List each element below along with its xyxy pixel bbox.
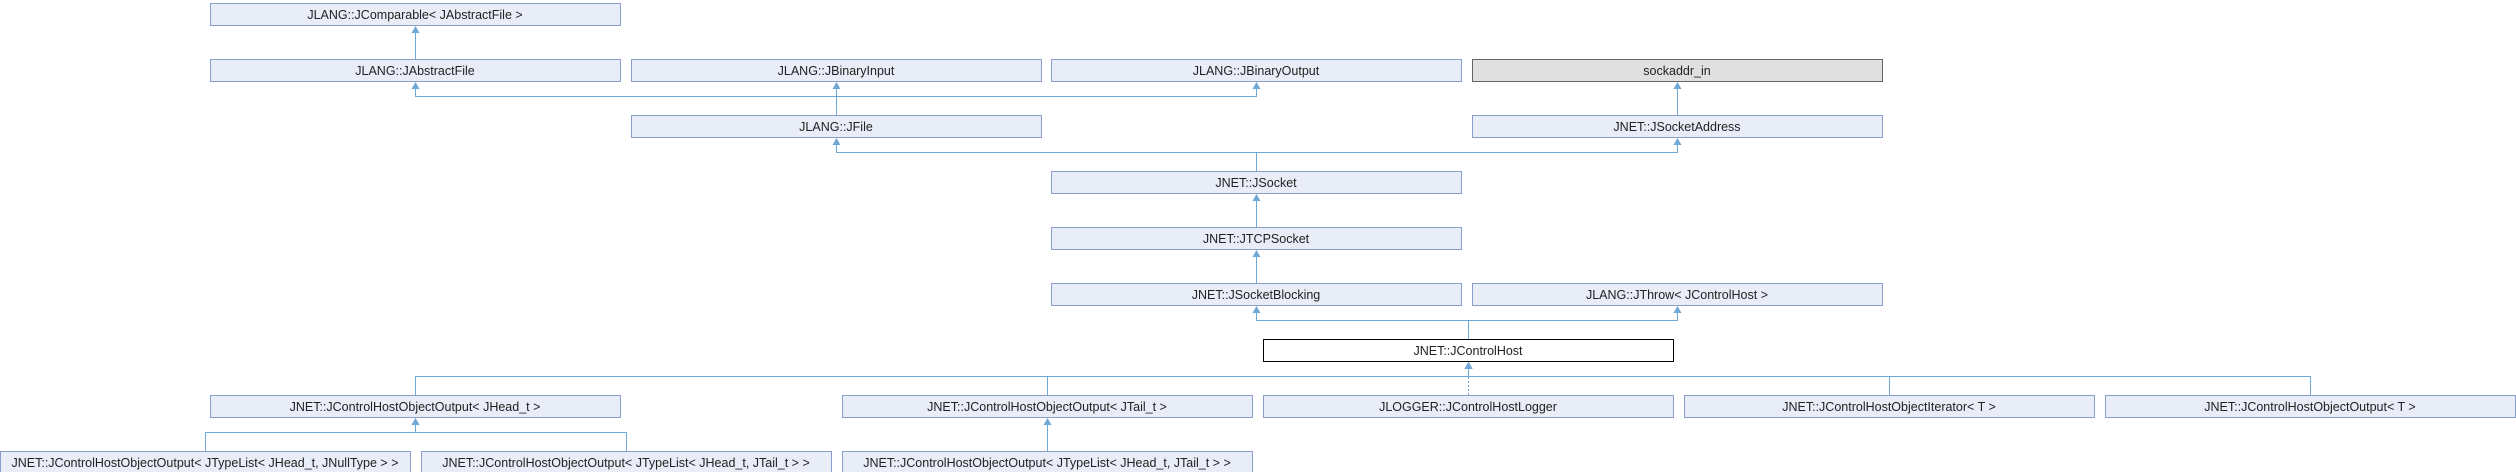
arrowhead-icon [1252,194,1261,201]
class-node-label: sockaddr_in [1643,64,1710,78]
inheritance-edge-iterator-to-jcontrolhost [1468,367,1890,395]
class-node-label: JLANG::JFile [799,120,873,134]
class-node-out_tl_jtail_b[interactable]: JNET::JControlHostObjectOutput< JTypeLis… [842,451,1253,472]
class-node-logger[interactable]: JLOGGER::JControlHostLogger [1263,395,1674,418]
arrowhead-icon [1673,82,1682,89]
inheritance-edge-out_tl_jtail_a-to-out_jhead [415,423,627,451]
class-node-label: JLANG::JComparable< JAbstractFile > [307,8,522,22]
class-node-box [1472,59,1883,82]
arrowhead-icon [1464,362,1473,369]
class-node-jbinaryinput[interactable]: JLANG::JBinaryInput [631,59,1042,82]
class-node-label: JNET::JControlHostObjectOutput< JHead_t … [290,400,541,414]
class-node-label: JNET::JControlHostObjectOutput< JTypeLis… [12,456,399,470]
class-node-box [842,395,1253,418]
class-node-box [1684,395,2095,418]
arrowhead-icon [411,26,420,33]
arrowhead-icon [832,82,841,89]
class-node-out_jhead[interactable]: JNET::JControlHostObjectOutput< JHead_t … [210,395,621,418]
class-node-out_tl_nulltype[interactable]: JNET::JControlHostObjectOutput< JTypeLis… [0,451,411,472]
class-node-box [0,451,411,472]
inheritance-edge-jfile-to-jbinaryoutput [836,87,1257,115]
inheritance-edge-jsocket-to-jfile [836,143,1257,171]
inheritance-edge-out_tl_nulltype-to-out_jhead [205,423,416,451]
class-node-label: JLANG::JThrow< JControlHost > [1586,288,1768,302]
nodes-layer: JLANG::JComparable< JAbstractFile >JLANG… [0,3,2516,472]
class-node-label: JNET::JControlHostObjectOutput< JTypeLis… [442,456,810,470]
class-node-label: JNET::JSocket [1215,176,1297,190]
class-node-box [1472,115,1883,138]
class-node-label: JLANG::JAbstractFile [355,64,475,78]
class-node-label: JNET::JControlHost [1413,344,1523,358]
arrowhead-icon [1673,138,1682,145]
arrowhead-icon [1252,306,1261,313]
class-node-sockaddr_in[interactable]: sockaddr_in [1472,59,1883,82]
arrowhead-icon [411,418,420,425]
class-node-out_tl_jtail_a[interactable]: JNET::JControlHostObjectOutput< JTypeLis… [421,451,832,472]
class-node-box [210,59,621,82]
arrowhead-icon [1252,82,1261,89]
class-node-label: JNET::JTCPSocket [1203,232,1310,246]
inheritance-edge-jsocket-to-jsocketaddress [1256,143,1678,171]
class-node-jsocketblocking[interactable]: JNET::JSocketBlocking [1051,283,1462,306]
class-node-jthrow[interactable]: JLANG::JThrow< JControlHost > [1472,283,1883,306]
inheritance-edge-jfile-to-jabstractfile [415,87,837,115]
class-node-jtcpsocket[interactable]: JNET::JTCPSocket [1051,227,1462,250]
class-node-box [210,395,621,418]
class-node-box [842,451,1253,472]
class-node-label: JLANG::JBinaryOutput [1193,64,1320,78]
class-node-box [1051,59,1462,82]
class-node-label: JNET::JControlHostObjectOutput< JTail_t … [927,400,1167,414]
arrowhead-icon [832,138,841,145]
class-node-label: JLOGGER::JControlHostLogger [1379,400,1557,414]
class-node-box [1051,171,1462,194]
class-node-label: JNET::JControlHostObjectIterator< T > [1782,400,1996,414]
class-node-jfile[interactable]: JLANG::JFile [631,115,1042,138]
class-node-label: JNET::JSocketAddress [1613,120,1740,134]
class-node-jsocket[interactable]: JNET::JSocket [1051,171,1462,194]
edges-layer [205,26,2311,451]
class-node-box [631,59,1042,82]
class-node-label: JNET::JControlHostObjectOutput< T > [2204,400,2415,414]
class-node-label: JNET::JControlHostObjectOutput< JTypeLis… [863,456,1231,470]
arrowhead-icon [1252,250,1261,257]
class-node-box [1263,339,1674,362]
inheritance-edge-out_jtail-to-jcontrolhost [1047,367,1469,395]
class-node-box [1051,227,1462,250]
class-node-box [1051,283,1462,306]
class-node-out_t[interactable]: JNET::JControlHostObjectOutput< T > [2105,395,2516,418]
class-node-label: JLANG::JBinaryInput [778,64,895,78]
arrowhead-icon [1043,418,1052,425]
class-node-jbinaryoutput[interactable]: JLANG::JBinaryOutput [1051,59,1462,82]
inheritance-edge-out_jhead-to-jcontrolhost [415,367,1469,395]
class-node-label: JNET::JSocketBlocking [1192,288,1321,302]
arrowhead-icon [1673,306,1682,313]
class-node-box [421,451,832,472]
arrowhead-icon [411,82,420,89]
class-node-iterator[interactable]: JNET::JControlHostObjectIterator< T > [1684,395,2095,418]
class-node-box [1472,283,1883,306]
class-node-box [1263,395,1674,418]
class-node-box [210,3,621,26]
class-node-jabstractfile[interactable]: JLANG::JAbstractFile [210,59,621,82]
class-node-box [631,115,1042,138]
class-node-jsocketaddress[interactable]: JNET::JSocketAddress [1472,115,1883,138]
class-node-jcomparable[interactable]: JLANG::JComparable< JAbstractFile > [210,3,621,26]
class-node-jcontrolhost[interactable]: JNET::JControlHost [1263,339,1674,362]
inheritance-edge-out_t-to-jcontrolhost [1468,367,2311,395]
class-node-out_jtail[interactable]: JNET::JControlHostObjectOutput< JTail_t … [842,395,1253,418]
inheritance-edge-jcontrolhost-to-jthrow [1468,311,1678,339]
inheritance-edge-jcontrolhost-to-jsocketblocking [1256,311,1469,339]
